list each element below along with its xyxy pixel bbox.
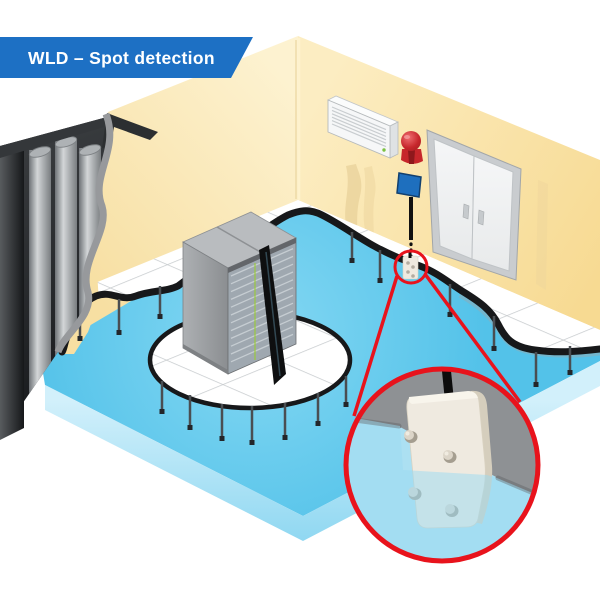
left-wall — [62, 36, 298, 350]
wld-controller — [396, 172, 422, 240]
floor-pedestals — [77, 232, 573, 387]
alarm-bell-icon — [401, 131, 423, 164]
tile-island — [150, 312, 350, 445]
spot-detector-mini — [402, 255, 419, 280]
server-base-shadow — [183, 344, 228, 374]
pipe-3-cap — [78, 144, 102, 156]
alarm-bracket-shadow — [408, 150, 415, 164]
ac-side-face — [389, 121, 399, 159]
mini-probe — [406, 270, 410, 274]
probe-stud — [443, 450, 457, 463]
magnifier-ring — [343, 366, 541, 564]
pedestal-tips — [77, 258, 573, 387]
ac-unit — [327, 95, 399, 159]
alarm-highlight — [404, 135, 410, 139]
island-pedestal-tips — [159, 402, 349, 445]
spot-detector-marker — [393, 242, 429, 285]
title-banner: WLD – Spot detection — [0, 37, 253, 78]
double-door — [426, 129, 522, 281]
alarm-dome — [401, 131, 421, 151]
pipe-riser — [0, 112, 158, 440]
banner-title: WLD – Spot detection — [28, 48, 215, 68]
wall-shade-right — [536, 180, 548, 290]
pipe-1 — [29, 150, 51, 400]
magnifier-line-left — [352, 275, 399, 417]
door-right-panel — [471, 155, 514, 272]
wall-cut-wavy-band — [54, 112, 114, 354]
mini-probe — [411, 265, 415, 269]
riser-top-rim — [0, 117, 107, 158]
server-door-sheen — [265, 251, 281, 377]
water-side-southwest — [45, 385, 303, 541]
wall-top-cut-edge — [102, 113, 158, 150]
server-top-seam — [216, 226, 263, 254]
door-left-panel — [433, 138, 475, 260]
detector-highlight-circle — [393, 249, 429, 285]
banner-ribbon — [0, 37, 253, 78]
pipe-1-cap — [28, 146, 52, 158]
magnifier-line-right — [423, 272, 522, 404]
ac-led-icon — [382, 148, 386, 152]
magnifier-link-lines — [352, 272, 522, 417]
controller-box — [396, 172, 422, 198]
ac-louvers — [331, 106, 387, 148]
mini-probe — [406, 261, 410, 265]
island-pedestal-posts — [160, 376, 348, 442]
riser-left-slab — [0, 140, 24, 440]
door-handle-right — [477, 209, 485, 226]
mini-probe — [411, 274, 415, 278]
server-rack — [182, 211, 297, 385]
detector-top-bevel — [408, 391, 478, 404]
door-handle-left — [462, 203, 470, 220]
probe-stud — [404, 430, 418, 443]
